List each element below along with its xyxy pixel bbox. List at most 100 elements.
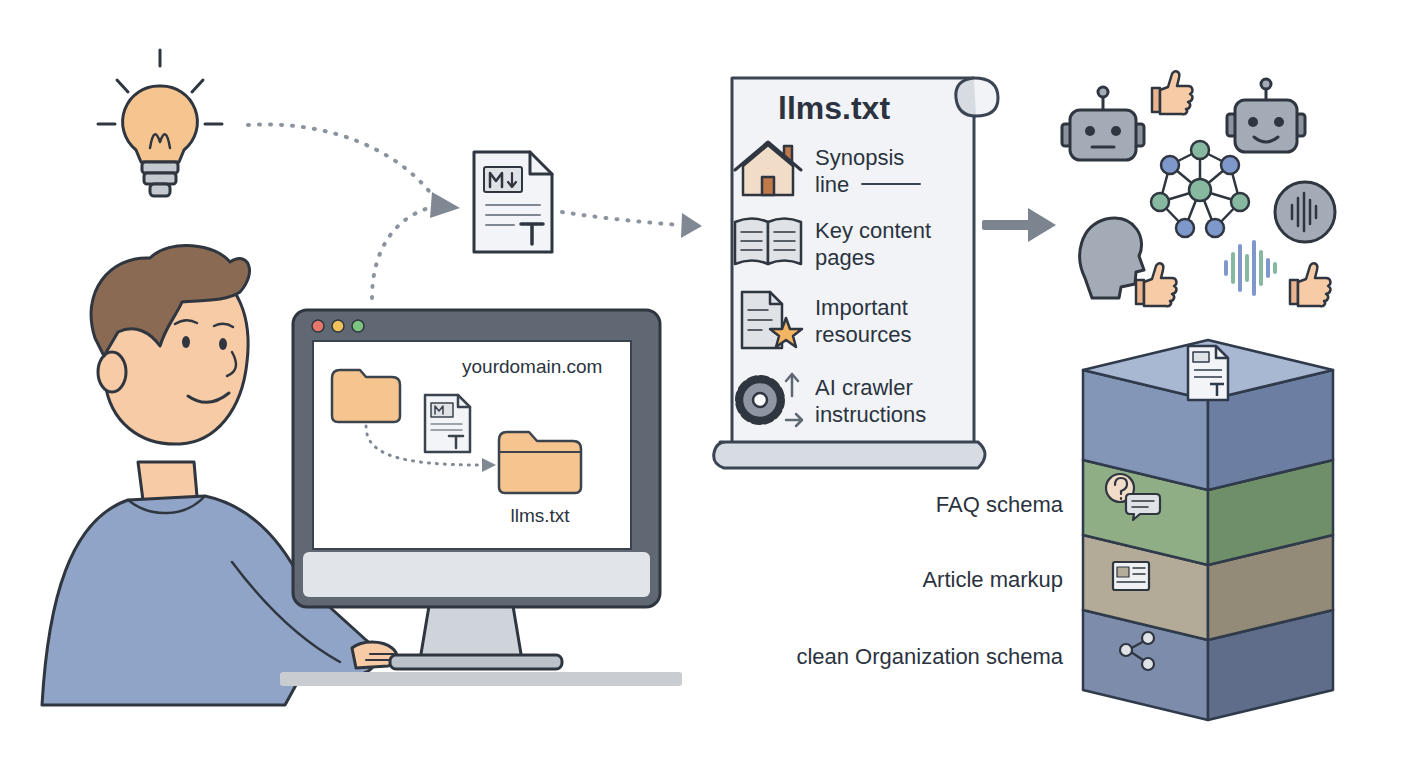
markdown-file-icon-part — [521, 224, 543, 244]
schema-layer: FAQ schema — [1083, 430, 1333, 565]
monitor-frame-part — [312, 320, 324, 332]
ai-agents-cluster-part-part — [1224, 262, 1228, 274]
ai-agents-cluster-part — [1261, 79, 1271, 89]
domain-label: yourdomain.com — [462, 356, 602, 378]
flow-arrow — [982, 208, 1056, 242]
person-illustration-part — [175, 320, 233, 327]
dotted-flow — [248, 124, 680, 298]
lightbulb-icon-part — [205, 123, 222, 126]
ai-agents-cluster-part — [1080, 218, 1144, 298]
dotted-flow-part — [248, 124, 436, 200]
ai-agents-cluster-part-part — [1151, 193, 1169, 211]
ai-agents-cluster-part-part — [1231, 254, 1235, 282]
ai-agents-cluster-part — [1098, 87, 1108, 97]
lightbulb-icon-part — [159, 50, 162, 66]
layer-label: FAQ schema — [936, 492, 1063, 518]
ai-agents-cluster-part — [1111, 126, 1121, 136]
ai-agents-cluster — [1062, 79, 1335, 298]
lightbulb-icon-part — [123, 86, 198, 162]
thumbs-up-icon-part — [1152, 71, 1192, 114]
ai-agents-cluster-part — [1092, 146, 1114, 149]
schema-layer-part-part — [1208, 610, 1333, 720]
ai-agents-cluster-part — [1085, 126, 1095, 136]
monitor-frame — [280, 310, 682, 686]
lightbulb-icon-part — [150, 184, 170, 196]
lightbulb-icon-part — [144, 173, 176, 184]
dotted-flow-part — [562, 212, 680, 225]
ai-agents-cluster-part — [1226, 242, 1275, 294]
markdown-file-icon-part — [474, 152, 552, 252]
markdown-file-icon-part — [530, 152, 552, 174]
ai-agents-cluster-part-part — [1245, 256, 1249, 280]
person-illustration-part — [182, 336, 190, 348]
monitor-frame-part — [293, 310, 660, 607]
ai-agents-cluster-part-part — [1221, 156, 1239, 174]
layer-label: Article markup — [922, 567, 1063, 593]
browser-screen: yourdomain.com llms.txt — [312, 340, 632, 550]
llms-txt-scroll-part-part — [732, 78, 998, 446]
lightbulb-icon-part — [192, 80, 203, 92]
person-illustration-part — [219, 338, 227, 350]
stack-top-block — [1083, 340, 1333, 490]
ai-agents-cluster-part-part — [1161, 156, 1179, 174]
folder-icon-part-part — [499, 451, 581, 453]
thumbs-up-icon-part — [1136, 263, 1176, 306]
flow-arrow-part — [982, 220, 1032, 230]
ai-agents-cluster-part — [1248, 117, 1258, 127]
arrow-head — [430, 192, 702, 238]
ai-agents-cluster-part-part — [1266, 260, 1270, 276]
folder-icon-part — [497, 430, 583, 495]
lightbulb-icon — [98, 50, 222, 196]
stack-top-block-part — [1210, 384, 1224, 396]
dotted-flow-part — [372, 206, 436, 298]
stack-top-block-part — [1083, 340, 1333, 400]
ai-agents-cluster-part — [1254, 137, 1278, 142]
llms-txt-scroll-part-part — [714, 442, 985, 468]
lightbulb-icon-part — [117, 80, 128, 92]
ai-agents-cluster-part — [1151, 141, 1249, 237]
monitor-frame-part — [332, 320, 344, 332]
layer-label: clean Organization schema — [796, 644, 1063, 670]
markdown-file-icon-part — [490, 173, 502, 187]
arrow-head-part — [681, 213, 702, 238]
ai-agents-cluster-part-part — [1231, 193, 1249, 211]
lightbulb-icon-part — [150, 134, 170, 148]
ai-agents-cluster-part-part — [1191, 141, 1209, 159]
stack-top-block-part — [1193, 352, 1209, 362]
schema-layer-part — [1083, 430, 1333, 565]
flow-arrow-part — [1028, 208, 1056, 242]
ai-agents-cluster-part-part — [1176, 219, 1194, 237]
scroll-title: llms.txt — [778, 90, 890, 127]
folder-icon-part-part — [499, 432, 581, 493]
llms-txt-scroll: llms.txtSynopsis lineKey content pagesIm… — [712, 70, 1002, 470]
ai-agents-cluster-part-part — [1160, 150, 1240, 228]
person-illustration-part — [91, 246, 249, 356]
file-name: llms.txt — [510, 505, 569, 527]
folder-icon: llms.txt — [497, 430, 583, 495]
ai-agents-cluster-part-part — [1238, 246, 1242, 290]
content-item: Key content pages — [815, 217, 937, 271]
content-item: Important resources — [815, 294, 937, 348]
thumbs-up-icon-part — [1290, 263, 1330, 306]
markdown-file-icon-part — [484, 167, 522, 192]
person-illustration-part — [128, 496, 205, 513]
monitor-frame-part — [420, 600, 522, 660]
monitor-frame-part — [280, 672, 682, 686]
ai-agents-cluster-part-part — [1273, 264, 1277, 272]
monitor-frame-part — [390, 655, 562, 669]
monitor-frame-part — [352, 320, 364, 332]
schema-layer-part-part — [1083, 610, 1208, 720]
person-illustration-part — [227, 352, 236, 376]
arrow-head-part — [430, 192, 460, 218]
ai-agents-cluster-part — [1235, 100, 1297, 152]
ai-agents-cluster-part-part — [1206, 219, 1224, 237]
llms-txt-scroll-part-part — [956, 78, 976, 116]
ai-agents-cluster-part — [1292, 193, 1316, 231]
ai-agents-cluster-part-part — [1259, 252, 1263, 284]
ai-agents-cluster-part — [1275, 182, 1335, 242]
markdown-file-icon-part — [508, 173, 516, 187]
ai-agents-cluster-part — [1070, 110, 1136, 160]
content-item: Synopsis line — [815, 144, 937, 198]
monitor-frame-part — [303, 552, 650, 597]
